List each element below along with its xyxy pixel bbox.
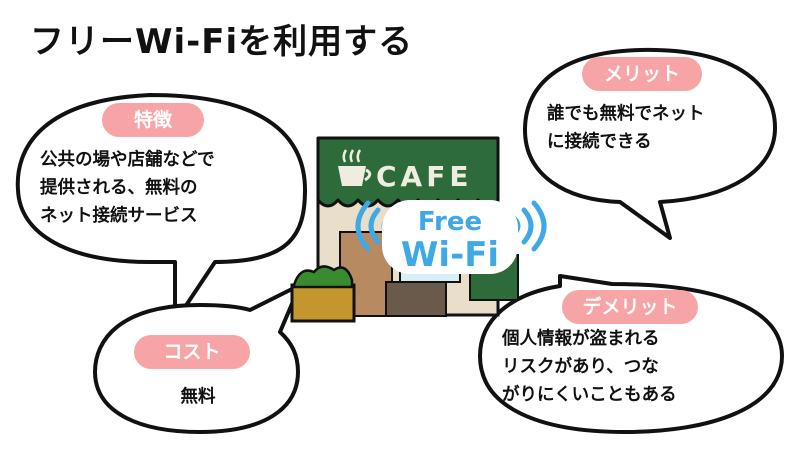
merit-line: に接続できる <box>547 132 652 152</box>
features-line: 公共の場や店舗などで <box>40 150 215 170</box>
demerit-bubble <box>478 274 784 434</box>
cost-text: 無料 <box>120 383 276 411</box>
coffee-cup-icon <box>338 149 372 186</box>
badge-free-text: Free <box>418 207 482 237</box>
demerit-line: 個人情報が盗まれる <box>502 329 660 349</box>
cost-line: 無料 <box>180 387 216 407</box>
features-label: 特徴 <box>102 103 204 137</box>
features-line: 提供される、無料の <box>40 178 198 198</box>
demerit-line: リスクがあり、つな <box>502 357 659 377</box>
cafe-sign-text: CAFE <box>376 160 472 193</box>
merit-line: 誰でも無料でネット <box>547 104 705 124</box>
features-text: 公共の場や店舗などで 提供される、無料の ネット接続サービス <box>40 146 300 230</box>
page-title: フリーWi-Fiを利用する <box>30 22 414 62</box>
merit-label: メリット <box>582 57 702 91</box>
demerit-line: がりにくいこともある <box>502 385 677 405</box>
demerit-text: 個人情報が盗まれる リスクがあり、つな がりにくいこともある <box>502 325 772 409</box>
features-bubble <box>15 93 307 324</box>
features-line: ネット接続サービス <box>40 206 198 226</box>
demerit-label: デメリット <box>562 290 698 324</box>
badge-wifi-text: Wi-Fi <box>401 235 499 275</box>
free-wifi-badge: Free Wi-Fi <box>355 200 547 275</box>
cost-label: コスト <box>134 335 250 369</box>
merit-bubble <box>523 47 777 240</box>
merit-text: 誰でも無料でネット に接続できる <box>547 100 767 156</box>
